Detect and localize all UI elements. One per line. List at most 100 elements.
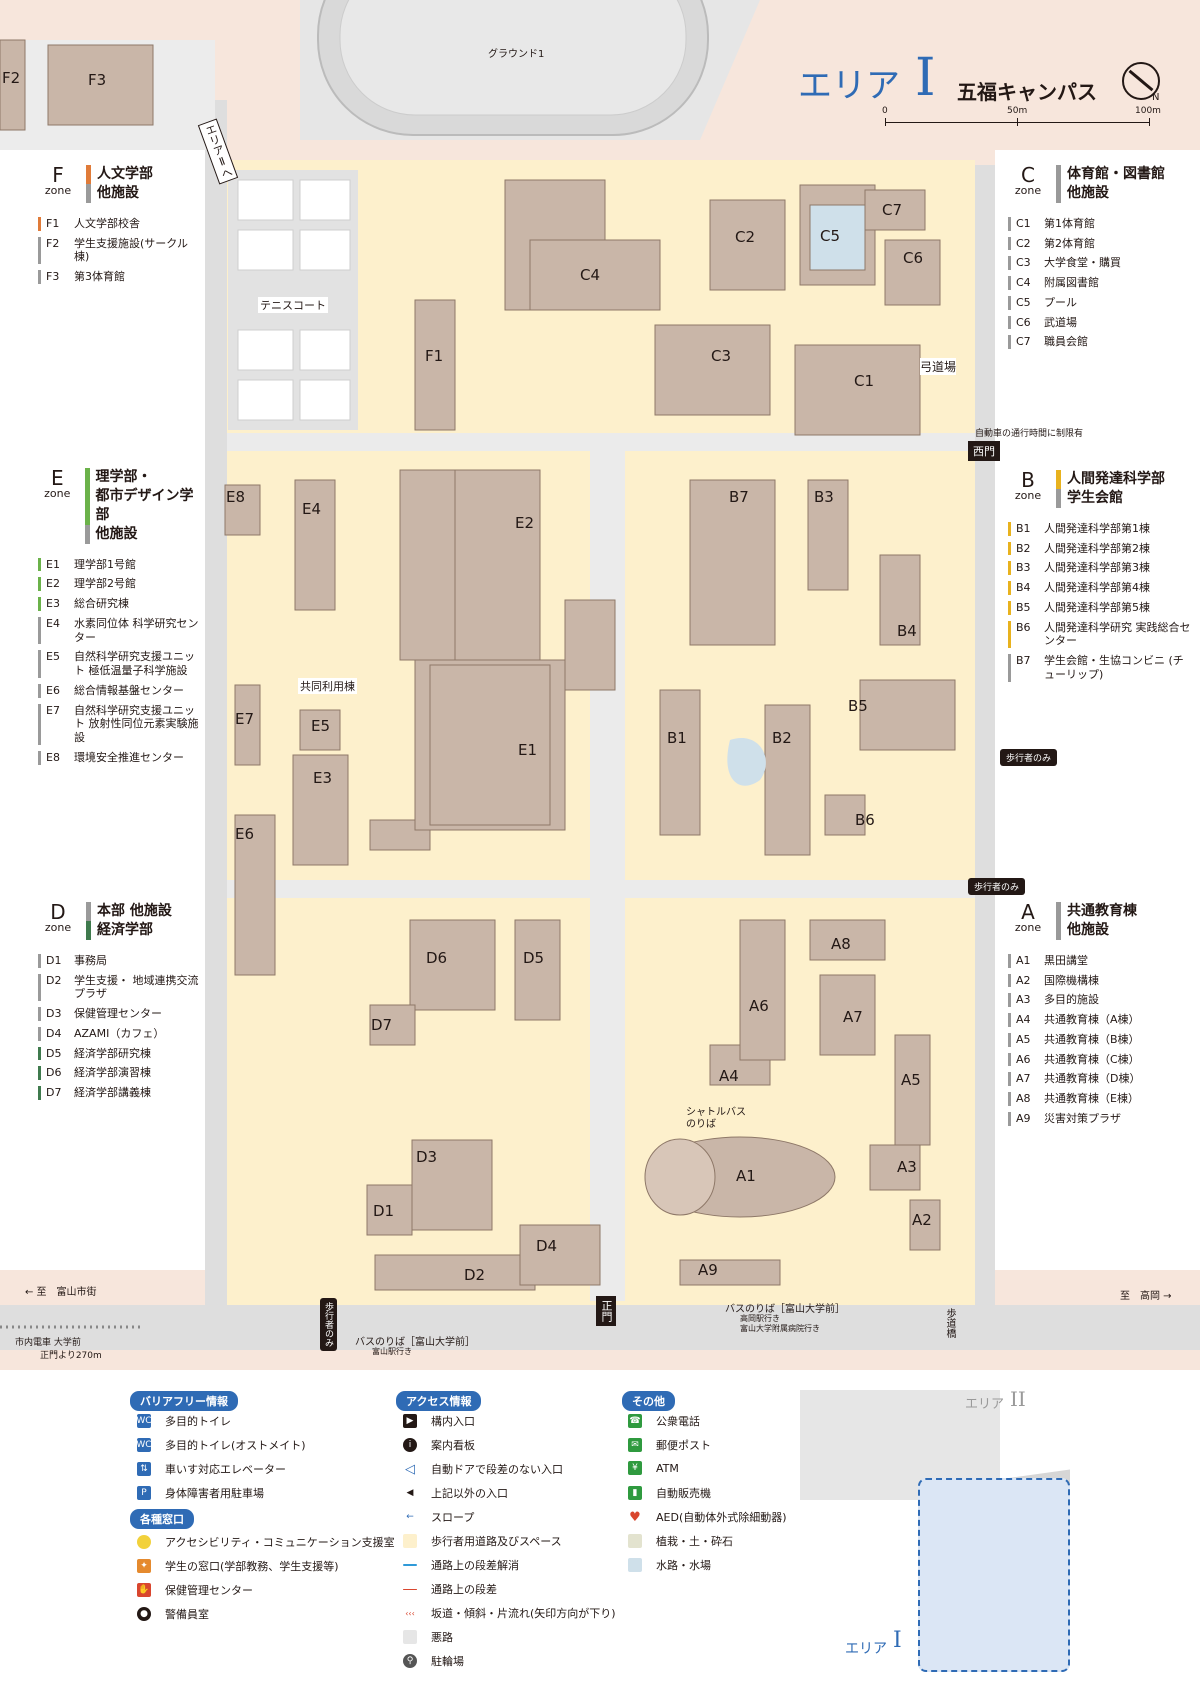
building-label-A1[interactable]: A1: [736, 1167, 756, 1185]
building-C4-shape[interactable]: [529, 239, 661, 311]
building-F2-shape[interactable]: [0, 39, 26, 131]
building-B3-shape[interactable]: [807, 479, 849, 591]
security-room-icon: ●: [137, 1607, 151, 1621]
building-label-A7[interactable]: A7: [843, 1008, 863, 1026]
west-gate[interactable]: 西門: [968, 441, 1000, 461]
building-label-F2[interactable]: F2: [2, 69, 21, 87]
building-B2-shape[interactable]: [764, 704, 811, 856]
building-D4-shape[interactable]: [519, 1224, 601, 1286]
building-E5-shape[interactable]: [299, 709, 341, 751]
building-label-D6[interactable]: D6: [426, 949, 448, 967]
zone-item-name: 保健管理センター: [74, 1007, 162, 1021]
building-label-A5[interactable]: A5: [901, 1071, 921, 1089]
building-B6-shape[interactable]: [824, 794, 866, 836]
zone-item-name: 自然科学研究支援ユニット 放射性同位元素実験施設: [74, 703, 199, 745]
building-label-F1[interactable]: F1: [425, 347, 444, 365]
zone-item-name: 共通教育棟（A棟）: [1044, 1013, 1140, 1027]
building-label-B2[interactable]: B2: [772, 729, 792, 747]
building-label-E4[interactable]: E4: [302, 500, 322, 518]
building-label-D1[interactable]: D1: [373, 1202, 395, 1220]
zone-item-code: E3: [38, 597, 74, 611]
building-E4-shape[interactable]: [294, 479, 336, 611]
building-A2-shape[interactable]: [909, 1199, 941, 1251]
building-label-B4[interactable]: B4: [897, 622, 917, 640]
building-label-C4[interactable]: C4: [580, 266, 601, 284]
building-E8-shape[interactable]: [224, 484, 261, 536]
building-label-C7[interactable]: C7: [882, 201, 903, 219]
zone-item-code: A1: [1008, 953, 1044, 968]
building-F3-shape[interactable]: [47, 44, 154, 126]
building-E3-shape[interactable]: [292, 754, 349, 866]
building-F1-shape[interactable]: [414, 299, 456, 431]
building-label-E6[interactable]: E6: [235, 825, 255, 843]
building-label-A6[interactable]: A6: [749, 997, 769, 1015]
building-label-D5[interactable]: D5: [523, 949, 545, 967]
building-D2-shape[interactable]: [374, 1254, 536, 1291]
building-label-E3[interactable]: E3: [313, 769, 333, 787]
building-D6-shape[interactable]: [409, 919, 496, 1011]
building-label-E1[interactable]: E1: [518, 741, 538, 759]
building-A9-shape[interactable]: [679, 1259, 781, 1286]
legend-acc-3: 自動ドアで段差のない入口: [431, 1463, 563, 1476]
bus-stop-left-sub: 富山駅行き: [372, 1347, 412, 1356]
building-label-C1[interactable]: C1: [854, 372, 875, 390]
zone-item-code: F1: [38, 216, 74, 231]
building-label-A8[interactable]: A8: [831, 935, 851, 953]
building-D5-shape[interactable]: [514, 919, 561, 1021]
building-D7-shape[interactable]: [369, 1004, 416, 1046]
building-B4-shape[interactable]: [879, 554, 921, 646]
zone-B-letter: B: [1021, 468, 1035, 492]
building-label-E2[interactable]: E2: [515, 514, 535, 532]
zone-item-code: D4: [38, 1026, 74, 1041]
main-gate[interactable]: 正門: [596, 1296, 616, 1326]
building-A6-shape[interactable]: [739, 919, 786, 1061]
building-label-C2[interactable]: C2: [735, 228, 756, 246]
scale-tick-100: 100m: [1135, 106, 1161, 116]
building-label-A3[interactable]: A3: [897, 1158, 917, 1176]
building-A3-shape[interactable]: [869, 1144, 921, 1191]
building-B7-shape[interactable]: [689, 479, 776, 646]
building-B5-shape[interactable]: [859, 679, 956, 751]
building-label-D2[interactable]: D2: [464, 1266, 486, 1284]
building-label-B5[interactable]: B5: [848, 697, 868, 715]
zone-item-code: C1: [1008, 216, 1044, 231]
building-C6-shape[interactable]: [884, 239, 941, 306]
minimap-area1-box[interactable]: [918, 1478, 1070, 1672]
building-C1-shape[interactable]: [794, 344, 921, 436]
building-label-B7[interactable]: B7: [729, 488, 749, 506]
building-label-C3[interactable]: C3: [711, 347, 732, 365]
building-A5-shape[interactable]: [894, 1034, 931, 1146]
building-label-D7[interactable]: D7: [371, 1016, 393, 1034]
building-B1-shape[interactable]: [659, 689, 701, 836]
building-label-A2[interactable]: A2: [912, 1211, 932, 1229]
building-E7-shape[interactable]: [234, 684, 261, 766]
building-label-E5[interactable]: E5: [311, 717, 331, 735]
building-C3-shape[interactable]: [654, 324, 771, 416]
building-E6-shape[interactable]: [234, 814, 276, 976]
building-A7-shape[interactable]: [819, 974, 876, 1056]
building-label-F3[interactable]: F3: [88, 71, 107, 89]
building-label-B1[interactable]: B1: [667, 729, 687, 747]
building-C7-shape[interactable]: [864, 189, 926, 231]
building-label-D4[interactable]: D4: [536, 1237, 558, 1255]
building-label-D3[interactable]: D3: [416, 1148, 438, 1166]
building-label-C5[interactable]: C5: [820, 227, 841, 245]
road-north: [227, 433, 975, 451]
building-C2-shape[interactable]: [709, 199, 786, 291]
building-label-E7[interactable]: E7: [235, 710, 255, 728]
building-label-E8[interactable]: E8: [226, 488, 246, 506]
building-label-B3[interactable]: B3: [814, 488, 834, 506]
building-D3-shape[interactable]: [411, 1139, 493, 1231]
zone-item-code: F3: [38, 270, 74, 284]
building-A8-shape[interactable]: [809, 919, 886, 961]
building-label-C6[interactable]: C6: [903, 249, 924, 267]
building-E1-shape[interactable]: [429, 664, 551, 826]
building-label-A4[interactable]: A4: [719, 1067, 739, 1085]
building-E2-shape[interactable]: [454, 469, 541, 661]
zone-item-name: 災害対策プラザ: [1044, 1111, 1121, 1125]
building-label-B6[interactable]: B6: [855, 811, 875, 829]
building-label-A9[interactable]: A9: [698, 1261, 718, 1279]
zone-D-zone: zone: [44, 921, 72, 934]
